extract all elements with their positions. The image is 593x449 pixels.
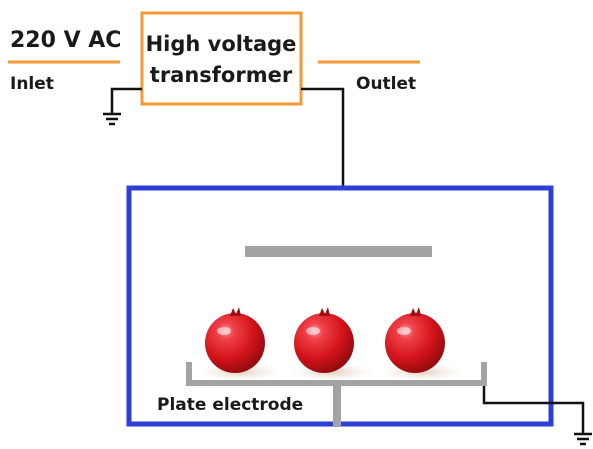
pomegranate-1 (205, 307, 265, 373)
ground-icon (574, 432, 592, 446)
voltage-label: 220 V AC (10, 28, 121, 53)
plate-ground-wire (482, 386, 585, 433)
pomegranate-2 (294, 307, 354, 373)
plate-electrode (186, 362, 487, 426)
outlet-label: Outlet (356, 74, 416, 94)
top-electrode (245, 246, 432, 257)
pomegranate-3 (385, 307, 445, 373)
plate-electrode-label: Plate electrode (157, 395, 303, 415)
transformer-label-line1: High voltage (146, 32, 297, 56)
ground-icon (103, 112, 121, 126)
transformer-ground-wire (110, 87, 142, 113)
transformer-box (140, 11, 303, 106)
inlet-label: Inlet (10, 74, 54, 94)
transformer-label-line2: transformer (150, 63, 293, 87)
